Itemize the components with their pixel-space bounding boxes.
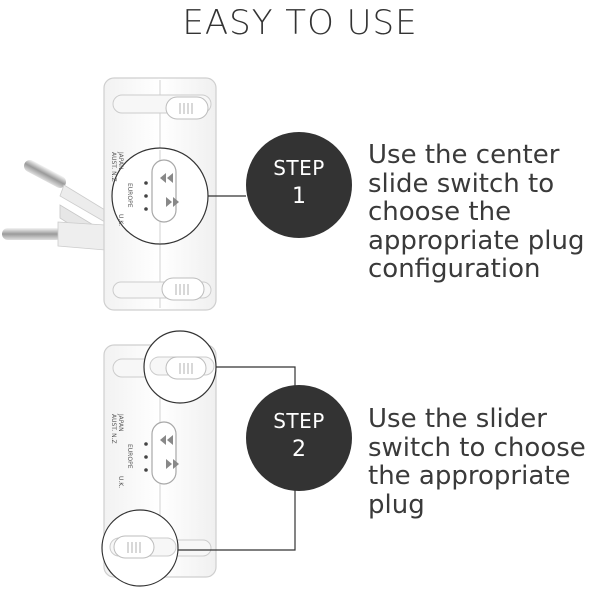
step-1-line: configuration (368, 254, 541, 284)
label-aust: AUST. N.Z (110, 152, 117, 182)
step-2-line: switch to choose (368, 432, 586, 463)
euro-plug-prongs (2, 160, 111, 251)
step-2-word: STEP (273, 409, 325, 433)
page-title: EASY TO USE (182, 3, 418, 43)
adapter-top: JAPAN AUST. N.Z EUROPE U.K. (2, 77, 246, 311)
step-2-badge: STEP 2 (246, 385, 352, 491)
step-2-number: 2 (292, 437, 306, 462)
svg-text:U.K.: U.K. (117, 476, 124, 488)
svg-text:JAPAN: JAPAN (117, 413, 124, 432)
step-1-line: choose the (368, 197, 512, 227)
label-japan: JAPAN (117, 151, 124, 170)
step-1-badge: STEP 1 (246, 132, 352, 238)
svg-text:EUROPE: EUROPE (126, 444, 133, 469)
label-uk: U.K. (117, 214, 124, 226)
step-2-line: the appropriate (368, 461, 571, 491)
svg-text:AUST. N.Z: AUST. N.Z (110, 414, 117, 444)
adapter-bottom: JAPAN AUST. N.Z EUROPE U.K. (101, 330, 296, 587)
step-1-word: STEP (273, 156, 325, 180)
step-1-line: Use the center (368, 140, 560, 170)
step-2-description: Use the slider switch to choose the appr… (368, 405, 586, 519)
step-1-number: 1 (292, 184, 306, 209)
step-1-description: Use the center slide switch to choose th… (368, 141, 584, 284)
step-2-line: Use the slider (368, 404, 547, 434)
step-2-line: plug (368, 489, 425, 520)
label-europe: EUROPE (126, 183, 133, 208)
step-1-line: slide switch to (368, 168, 555, 199)
step-1-line: appropriate plug (368, 225, 585, 256)
